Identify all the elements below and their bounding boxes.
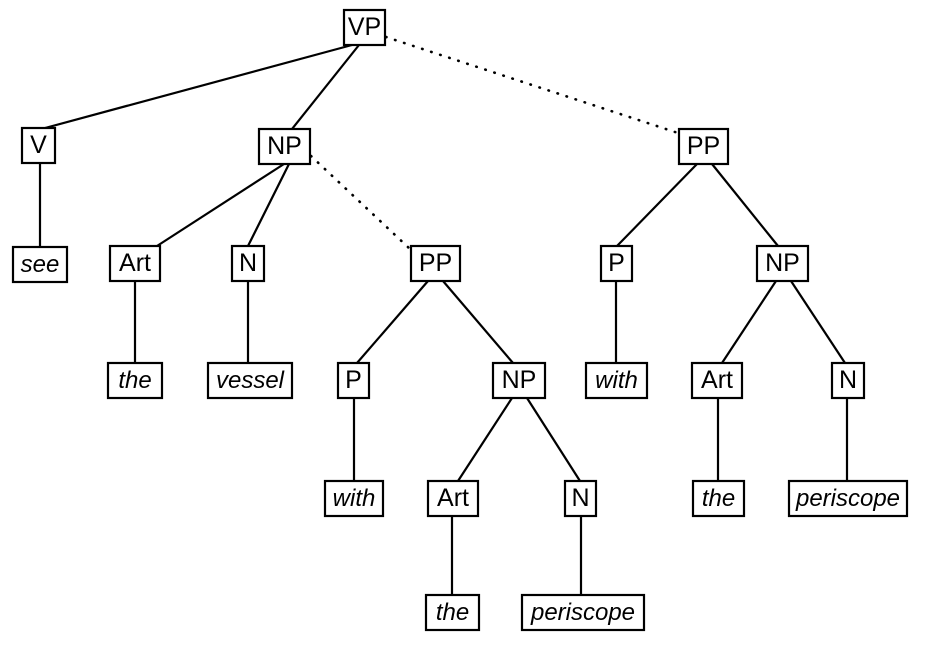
node-label-with_m: with — [333, 485, 376, 512]
node-label-the_m: the — [436, 599, 469, 626]
node-box-v — [20, 126, 57, 165]
node-label-with_r: with — [595, 367, 638, 394]
tree-node-n_mid: N — [563, 479, 598, 518]
node-label-pp_mid: PP — [419, 249, 452, 277]
tree-node-vp: VP — [342, 8, 387, 47]
node-box-with_m — [323, 479, 385, 518]
tree-edge-vp-to-pp_right — [384, 35, 680, 135]
node-label-p_right: P — [608, 249, 625, 277]
tree-node-art_right: Art — [690, 361, 744, 400]
node-box-per_m — [520, 593, 646, 632]
tree-edge-np1-to-n1 — [247, 163, 290, 247]
node-box-np_right — [755, 244, 810, 283]
tree-edge-pp_mid-to-p_mid — [356, 280, 429, 364]
tree-edge-np_mid-to-n_mid — [526, 397, 581, 482]
tree-node-np1: NP — [257, 127, 312, 166]
tree-node-n_right: N — [830, 361, 866, 400]
node-box-art1 — [108, 244, 162, 283]
node-box-see — [11, 245, 69, 284]
node-label-n_mid: N — [571, 484, 589, 512]
node-box-per_r — [787, 479, 909, 518]
leaf-node-per_r: periscope — [787, 479, 909, 518]
edge-layer — [38, 35, 849, 595]
tree-edge-pp_right-to-np_right — [711, 163, 779, 247]
node-label-p_mid: P — [345, 366, 362, 394]
node-box-n_mid — [563, 479, 598, 518]
leaf-node-the_m: the — [424, 593, 481, 632]
leaf-node-vessel: vessel — [206, 361, 294, 400]
tree-node-art_mid: Art — [426, 479, 480, 518]
node-box-pp_right — [677, 127, 730, 166]
node-label-see: see — [21, 251, 60, 278]
node-box-vessel — [206, 361, 294, 400]
tree-node-v: V — [20, 126, 57, 165]
node-box-p_right — [599, 244, 634, 283]
tree-edge-vp-to-v — [44, 43, 353, 130]
node-label-art_right: Art — [701, 366, 733, 394]
node-label-art_mid: Art — [437, 484, 469, 512]
node-box-art_mid — [426, 479, 480, 518]
leaf-node-per_m: periscope — [520, 593, 646, 632]
tree-edge-np_right-to-n_right — [790, 280, 846, 364]
tree-node-art1: Art — [108, 244, 162, 283]
leaf-node-with_r: with — [584, 361, 649, 400]
node-label-vessel: vessel — [216, 367, 285, 394]
node-box-np_mid — [491, 361, 547, 400]
node-label-n_right: N — [839, 366, 857, 394]
node-label-vp: VP — [348, 13, 381, 41]
node-label-per_m: periscope — [530, 599, 635, 626]
node-box-np1 — [257, 127, 312, 166]
tree-node-np_right: NP — [755, 244, 810, 283]
node-label-art1: Art — [119, 249, 151, 277]
node-label-the1: the — [118, 367, 151, 394]
leaf-node-see: see — [11, 245, 69, 284]
tree-node-pp_mid: PP — [409, 244, 462, 283]
node-box-the_m — [424, 593, 481, 632]
node-label-n1: N — [239, 249, 257, 277]
leaf-node-the_r: the — [691, 479, 746, 518]
node-box-the1 — [106, 361, 164, 400]
node-box-the_r — [691, 479, 746, 518]
node-label-per_r: periscope — [795, 485, 900, 512]
node-box-vp — [342, 8, 387, 47]
node-box-p_mid — [336, 361, 371, 400]
node-box-pp_mid — [409, 244, 462, 283]
leaf-node-with_m: with — [323, 479, 385, 518]
tree-node-p_mid: P — [336, 361, 371, 400]
node-box-n_right — [830, 361, 866, 400]
tree-node-pp_right: PP — [677, 127, 730, 166]
leaf-node-the1: the — [106, 361, 164, 400]
node-box-with_r — [584, 361, 649, 400]
tree-edge-vp-to-np1 — [291, 44, 360, 130]
node-box-n1 — [230, 244, 266, 283]
tree-edge-np1-to-art1 — [156, 163, 285, 247]
tree-node-n1: N — [230, 244, 266, 283]
tree-node-p_right: P — [599, 244, 634, 283]
tree-edge-np1-to-pp_mid — [309, 154, 412, 251]
node-box-art_right — [690, 361, 744, 400]
node-label-np1: NP — [267, 132, 302, 160]
tree-edge-np_mid-to-art_mid — [457, 397, 513, 482]
node-label-the_r: the — [702, 485, 735, 512]
tree-node-np_mid: NP — [491, 361, 547, 400]
node-label-np_mid: NP — [502, 366, 537, 394]
tree-edge-np_right-to-art_right — [721, 280, 777, 364]
tree-edge-pp_right-to-p_right — [616, 163, 698, 247]
tree-edge-pp_mid-to-np_mid — [442, 280, 514, 364]
node-label-pp_right: PP — [687, 132, 720, 160]
node-label-np_right: NP — [765, 249, 800, 277]
node-label-v: V — [30, 131, 47, 159]
